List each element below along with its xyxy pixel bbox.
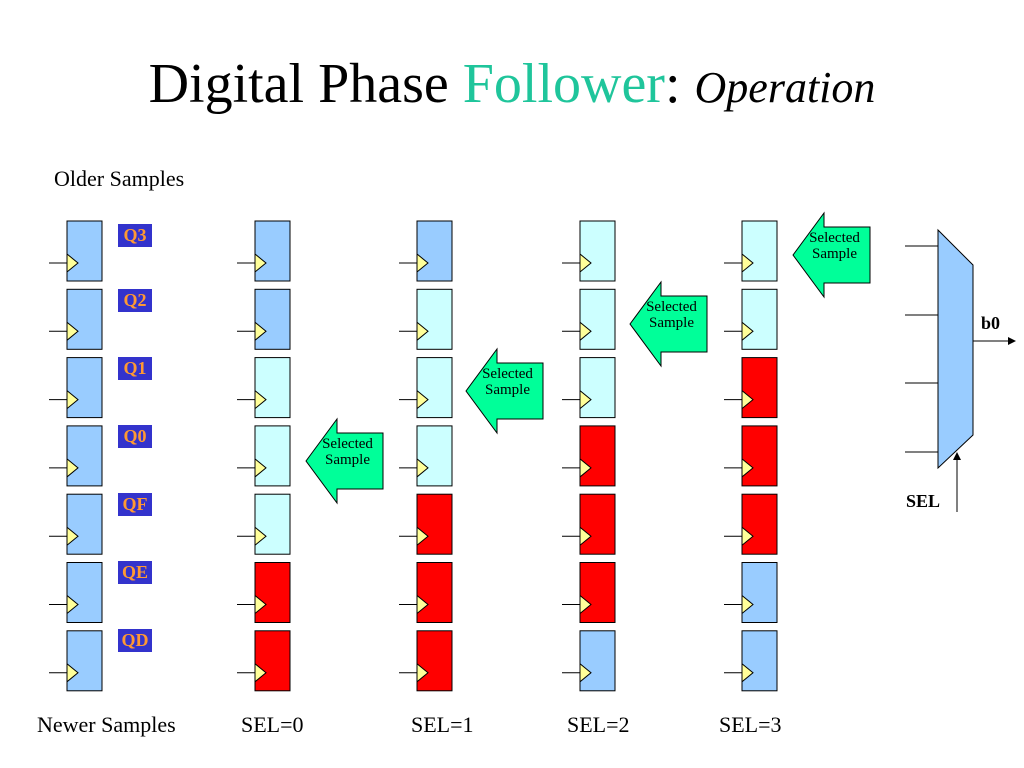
flip-flop-box	[416, 220, 453, 282]
selected-sample-label: Selected Sample	[482, 366, 533, 398]
mux-output-label: b0	[981, 313, 1001, 333]
selected-sample-arrow	[792, 211, 871, 299]
sel-arrowhead	[953, 452, 961, 460]
flip-flop-box	[66, 630, 103, 692]
flip-flop-box	[254, 425, 291, 487]
flip-flop-box	[741, 425, 778, 487]
q-label: QD	[118, 629, 152, 652]
flip-flop-box	[254, 493, 291, 555]
older-samples-label: Older Samples	[54, 166, 185, 191]
flip-flop-box	[579, 357, 616, 419]
sel-label: SEL=1	[411, 712, 474, 737]
selected-sample-label: Selected Sample	[322, 436, 373, 468]
title-subtitle: Operation	[694, 63, 876, 112]
selected-sample-label: Selected Sample	[646, 299, 697, 331]
flip-flop-box	[579, 630, 616, 692]
flip-flop-box	[579, 220, 616, 282]
title-text: Digital Phase	[148, 53, 463, 115]
q-label: Q2	[118, 289, 152, 312]
flip-flop-box	[254, 357, 291, 419]
selected-sample-arrow	[465, 347, 544, 435]
q-label: QF	[118, 493, 152, 516]
selected-sample-arrow	[629, 280, 708, 368]
flip-flop-box	[741, 493, 778, 555]
flip-flop-box	[254, 288, 291, 350]
newer-samples-label: Newer Samples	[37, 712, 176, 737]
flip-flop-box	[741, 630, 778, 692]
sel-label: SEL=2	[567, 712, 630, 737]
multiplexer	[937, 228, 974, 470]
flip-flop-box	[254, 630, 291, 692]
flip-flop-box	[579, 562, 616, 623]
selected-sample-arrow	[305, 417, 384, 505]
title-colon: :	[664, 53, 695, 115]
output-arrowhead	[1008, 337, 1016, 345]
flip-flop-box	[66, 357, 103, 419]
flip-flop-box	[416, 288, 453, 350]
q-label: Q1	[118, 357, 152, 380]
flip-flop-box	[579, 493, 616, 555]
flip-flop-box	[416, 562, 453, 623]
flip-flop-box	[416, 357, 453, 419]
flip-flop-box	[741, 562, 778, 623]
flip-flop-box	[741, 220, 778, 282]
q-label: Q0	[118, 425, 152, 448]
flip-flop-box	[254, 562, 291, 623]
flip-flop-box	[254, 220, 291, 282]
q-label: Q3	[118, 224, 152, 247]
flip-flop-box	[579, 288, 616, 350]
flip-flop-box	[66, 425, 103, 487]
flip-flop-box	[66, 220, 103, 282]
flip-flop-box	[741, 357, 778, 419]
flip-flop-box	[416, 493, 453, 555]
flip-flop-box	[66, 562, 103, 623]
title-accent: Follower	[462, 53, 665, 115]
selected-sample-label: Selected Sample	[809, 230, 860, 262]
flip-flop-box	[741, 288, 778, 350]
flip-flop-box	[416, 630, 453, 692]
q-label: QE	[118, 561, 152, 584]
mux-sel-label: SEL	[906, 491, 941, 511]
flip-flop-box	[416, 425, 453, 487]
flip-flop-box	[579, 425, 616, 487]
flip-flop-box	[66, 288, 103, 350]
sel-label: SEL=3	[719, 712, 782, 737]
sel-label: SEL=0	[241, 712, 304, 737]
flip-flop-box	[66, 493, 103, 555]
slide-title: Digital Phase Follower: Operation	[0, 52, 1024, 120]
